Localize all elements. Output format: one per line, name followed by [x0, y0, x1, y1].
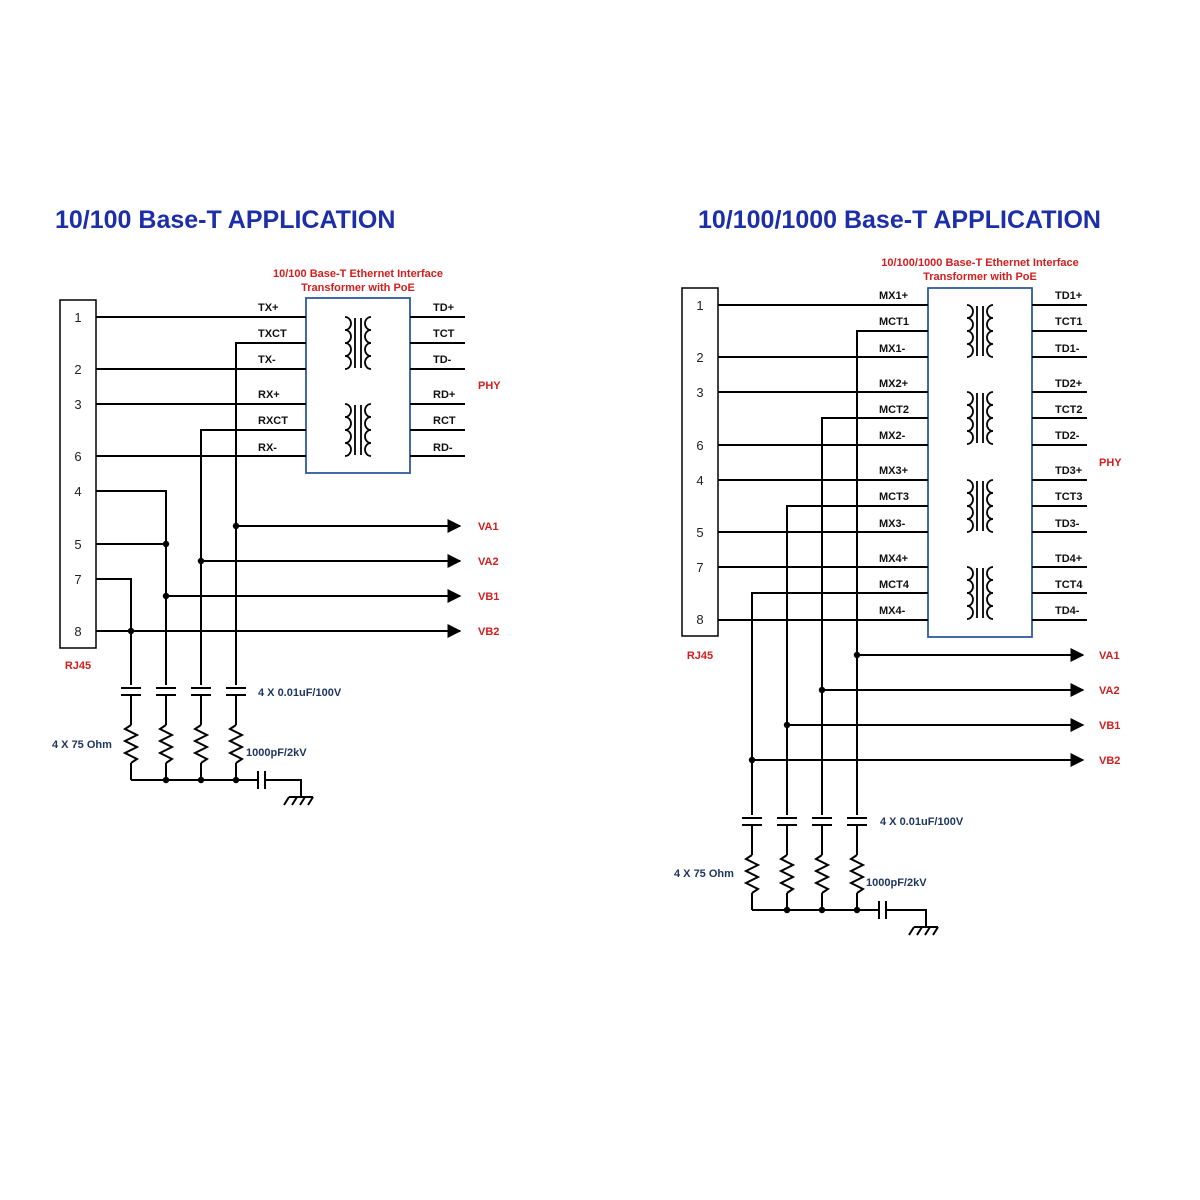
left-connector-label: RJ45	[65, 660, 91, 672]
left-rj45-connector	[59, 299, 97, 649]
right-td-label: TCT1	[1055, 316, 1083, 328]
right-out-label: VB1	[1099, 720, 1120, 732]
right-mx-label: MX2-	[879, 430, 906, 442]
right-rj45-connector	[681, 287, 719, 637]
left-res-note: 4 X 75 Ohm	[52, 739, 112, 751]
right-title: 10/100/1000 Base-T APPLICATION	[698, 206, 1101, 234]
right-td-label: TD1-	[1055, 343, 1080, 355]
right-phy-label: PHY	[1099, 457, 1122, 469]
left-out-labels: VA1 VA2 VB1 VB2	[478, 521, 499, 638]
right-pin: 1	[696, 298, 703, 313]
left-hv-note: 1000pF/2kV	[246, 747, 307, 759]
left-td-label: RD+	[433, 389, 455, 401]
right-mx-label: MX2+	[879, 378, 908, 390]
right-out-label: VA1	[1099, 650, 1120, 662]
left-transformer-coils	[344, 316, 372, 457]
right-td-label: TD4-	[1055, 605, 1080, 617]
right-pin: 8	[696, 612, 703, 627]
left-mx-label: RX+	[258, 389, 280, 401]
right-td-label: TD1+	[1055, 290, 1082, 302]
left-transformer-box	[305, 297, 411, 474]
right-transformer-coils	[966, 304, 994, 620]
left-td-labels: TD+ TCT TD- RD+ RCT RD-	[433, 302, 456, 454]
right-diagram: 10/100/1000 Base-T APPLICATION 10/100/10…	[674, 206, 1122, 936]
left-subtitle-line2: Transformer with PoE	[301, 282, 415, 294]
left-out-label: VB1	[478, 591, 499, 603]
right-out-label: VB2	[1099, 755, 1120, 767]
right-td-label: TCT3	[1055, 491, 1083, 503]
right-wiring	[718, 304, 1087, 936]
right-pin: 5	[696, 525, 703, 540]
right-mx-label: MX4-	[879, 605, 906, 617]
left-td-label: TD-	[433, 354, 452, 366]
right-connector-label: RJ45	[687, 650, 713, 662]
right-cap-note: 4 X 0.01uF/100V	[880, 816, 964, 828]
left-diagram: 10/100 Base-T APPLICATION 10/100 Base-T …	[52, 206, 501, 806]
right-td-label: TD4+	[1055, 553, 1082, 565]
right-td-labels: TD1+ TCT1 TD1- TD2+ TCT2 TD2- TD3+ TCT3 …	[1055, 290, 1083, 617]
left-pin: 3	[74, 397, 81, 412]
left-pin-numbers: 1 2 3 6 4 5 7 8	[74, 310, 81, 639]
left-wiring	[96, 316, 465, 806]
left-pin: 5	[74, 537, 81, 552]
left-mx-labels: TX+ TXCT TX- RX+ RXCT RX-	[258, 302, 288, 454]
right-td-label: TD2-	[1055, 430, 1080, 442]
right-hv-note: 1000pF/2kV	[866, 877, 927, 889]
right-td-label: TCT2	[1055, 404, 1083, 416]
right-mx-labels: MX1+ MCT1 MX1- MX2+ MCT2 MX2- MX3+ MCT3 …	[879, 290, 910, 617]
right-pin: 3	[696, 385, 703, 400]
left-td-label: TD+	[433, 302, 454, 314]
right-pin-numbers: 1 2 3 6 4 5 7 8	[696, 298, 703, 627]
left-pin: 6	[74, 449, 81, 464]
left-td-label: RD-	[433, 442, 453, 454]
left-mx-label: TX+	[258, 302, 278, 314]
left-phy-label: PHY	[478, 380, 501, 392]
left-out-label: VA2	[478, 556, 499, 568]
right-pin: 2	[696, 350, 703, 365]
left-subtitle-line1: 10/100 Base-T Ethernet Interface	[273, 268, 443, 280]
right-pin: 4	[696, 473, 703, 488]
right-mx-label: MCT2	[879, 404, 909, 416]
right-td-label: TD3+	[1055, 465, 1082, 477]
left-pin: 2	[74, 362, 81, 377]
right-mx-label: MX3+	[879, 465, 908, 477]
right-pin: 6	[696, 438, 703, 453]
left-td-label: RCT	[433, 415, 456, 427]
right-junction-dots	[748, 651, 861, 914]
left-out-label: VA1	[478, 521, 499, 533]
right-mx-label: MCT3	[879, 491, 909, 503]
right-td-label: TD3-	[1055, 518, 1080, 530]
right-mx-label: MCT4	[879, 579, 910, 591]
left-pin: 8	[74, 624, 81, 639]
right-subtitle-line2: Transformer with PoE	[923, 271, 1037, 283]
left-pin: 1	[74, 310, 81, 325]
left-td-label: TCT	[433, 328, 455, 340]
right-td-label: TD2+	[1055, 378, 1082, 390]
right-subtitle-line1: 10/100/1000 Base-T Ethernet Interface	[881, 257, 1079, 269]
right-out-labels: VA1 VA2 VB1 VB2	[1099, 650, 1120, 767]
right-mx-label: MX4+	[879, 553, 908, 565]
right-pin: 7	[696, 560, 703, 575]
right-td-label: TCT4	[1055, 579, 1083, 591]
left-mx-label: RXCT	[258, 415, 288, 427]
right-mx-label: MX1-	[879, 343, 906, 355]
left-out-label: VB2	[478, 626, 499, 638]
left-pin: 7	[74, 572, 81, 587]
right-mx-label: MCT1	[879, 316, 909, 328]
left-cap-note: 4 X 0.01uF/100V	[258, 687, 342, 699]
left-title: 10/100 Base-T APPLICATION	[55, 206, 395, 234]
right-res-note: 4 X 75 Ohm	[674, 868, 734, 880]
right-mx-label: MX1+	[879, 290, 908, 302]
left-mx-label: TXCT	[258, 328, 287, 340]
right-mx-label: MX3-	[879, 518, 906, 530]
right-transformer-box	[927, 287, 1033, 638]
right-out-label: VA2	[1099, 685, 1120, 697]
left-mx-label: RX-	[258, 442, 277, 454]
left-mx-label: TX-	[258, 354, 276, 366]
left-junction-dots	[127, 522, 240, 784]
left-pin: 4	[74, 484, 81, 499]
